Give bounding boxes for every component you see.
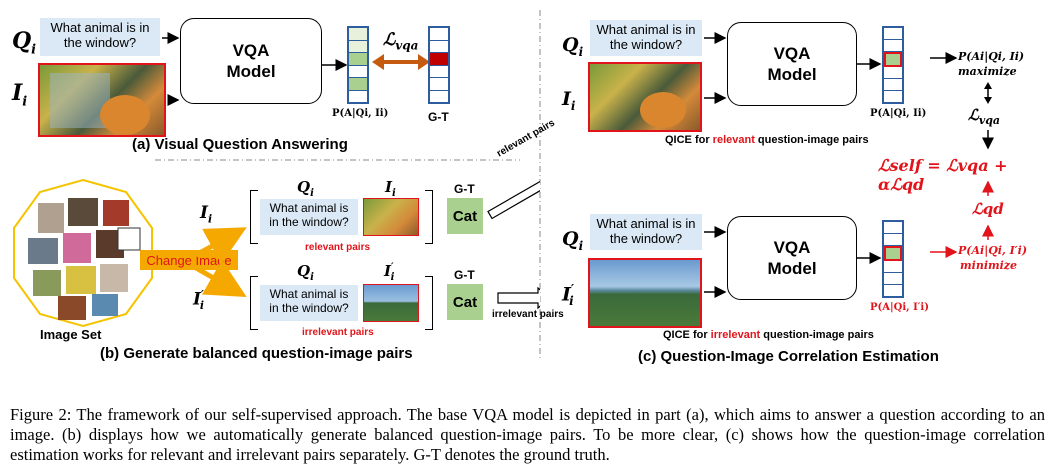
min-formula: P(Ai|Qi, I′i) [958,244,1028,257]
cat-image-c [588,62,702,132]
prob-label-c1: P(A|Qi, Ii) [870,108,927,119]
question-box-c2: What animal is in the window? [590,214,702,250]
bracket-right-irr [425,276,433,330]
cat-answer-b1: Cat [447,198,483,234]
cat-image-a [38,63,166,137]
part-b-title: (b) Generate balanced question-image pai… [100,345,413,362]
question-box-c1: What animal is in the window? [590,20,702,56]
answer-vector-c1 [882,26,904,104]
q-symbol-c2: Qi [562,228,584,253]
max-formula: P(Ai|Qi, Ii) [958,50,1025,63]
i-symbol-b-rel: Ii [385,178,396,199]
i-prime-symbol-c2: I′i [562,282,575,309]
gt-label-b2: G-T [454,268,475,282]
q-symbol-a: Qi [12,28,37,58]
part-a-title: (a) Visual Question Answering [132,136,348,153]
i-symbol-c1: Ii [562,88,576,113]
part-c-title: (c) Question-Image Correlation Estimatio… [638,348,939,365]
prob-label-c2: P(A|Qi, I′i) [870,302,929,313]
field-image-c [588,258,702,328]
arrows-part-c [704,32,994,298]
maximize-label: maximize [958,65,1017,78]
answer-vector-a [347,26,369,104]
bracket-left-irr [250,276,258,330]
arrows-part-a [162,32,430,106]
bracket-right-rel [425,190,433,244]
cat-answer-b2: Cat [447,284,483,320]
figure-caption: Figure 2: The framework of our self-supe… [10,405,1045,464]
i-symbol-b1: Ii [200,203,213,226]
answer-vector-c2 [882,220,904,298]
image-set-label: Image Set [40,327,102,342]
q-symbol-c1: Qi [562,34,584,59]
q-symbol-b1: Qi [297,178,314,199]
l-self-equation: ℒself = ℒvqa + αℒqd [878,156,1008,194]
l-vqa-a: ℒvqa [383,30,419,53]
bracket-left-rel [250,190,258,244]
irrelevant-pairs-label: irrelevant pairs [302,327,374,338]
relevant-pairs-label: relevant pairs [305,242,371,253]
image-set-polygon [13,178,153,328]
question-box-b1: What animal is in the window? [260,199,358,235]
irrelevant-pairs-arrow-label: irrelevant pairs [492,309,564,320]
question-box-a: What animal is in the window? [40,18,160,56]
arrows-part-b [194,156,540,310]
l-vqa-c: ℒvqa [968,106,1001,127]
q-symbol-b2: Qi [297,262,314,283]
qice-relevant-label: QICE for relevant question-image pairs [665,134,869,146]
qice-irrelevant-label: QICE for irrelevant question-image pairs [663,329,874,341]
gt-label-a: G-T [428,110,449,124]
cat-image-b [363,198,419,236]
i-prime-symbol-b-irr: I′i [384,262,395,283]
l-qd: ℒqd [972,200,1004,218]
gt-vector-a [428,26,450,104]
prob-label-a: P(A|Qi, Ii) [332,108,389,119]
dividers [155,10,541,360]
question-box-b2: What animal is in the window? [260,285,358,321]
i-symbol-a: Ii [12,80,28,110]
minimize-label: minimize [960,259,1018,272]
field-image-b [363,284,419,322]
gt-label-b1: G-T [454,182,475,196]
i-prime-symbol-b: I′i [193,288,205,313]
